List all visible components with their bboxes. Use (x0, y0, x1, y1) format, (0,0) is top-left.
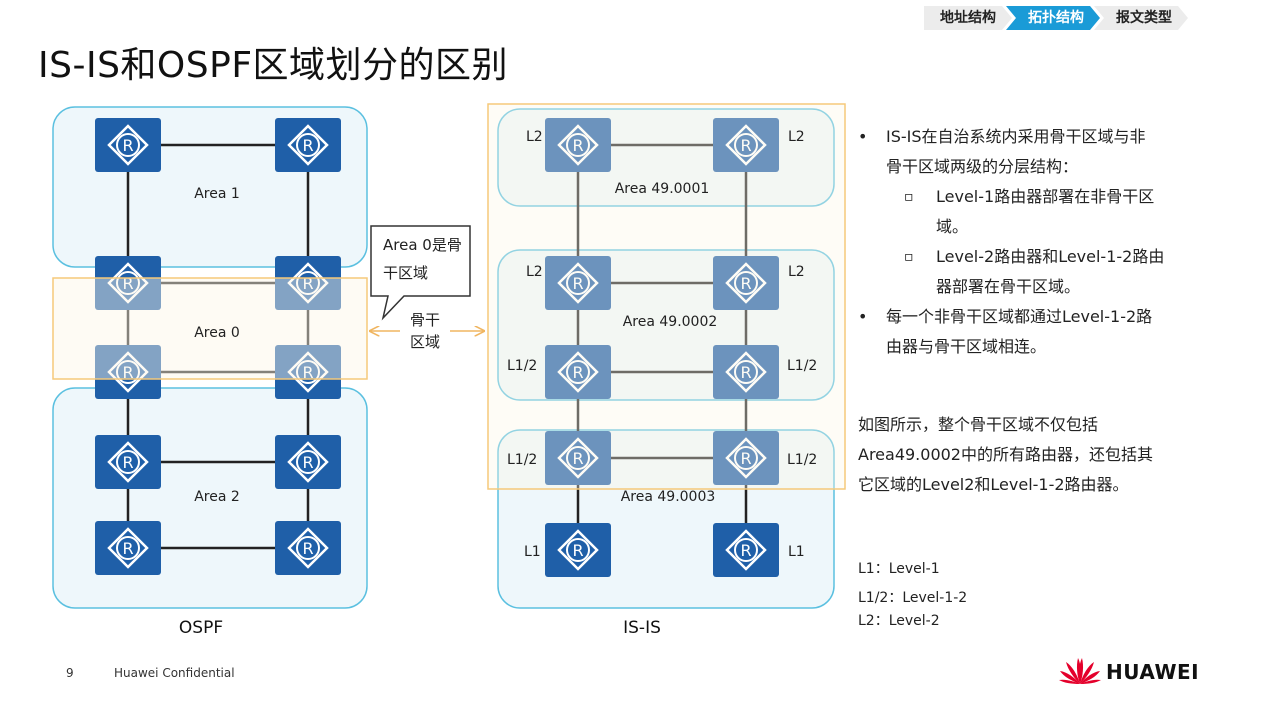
bullet-1-sub-2: Level-2路由器和Level-1-2路由 器部署在骨干区域。 (858, 242, 1258, 302)
tag-l2-d: L2 (788, 264, 805, 280)
ospf-area0 (52, 277, 368, 380)
isis-caption: IS-IS (623, 618, 661, 638)
tag-l12-a: L1/2 (507, 358, 537, 374)
confidential-label: Huawei Confidential (114, 666, 235, 680)
legend-l2: L2：Level-2 (858, 613, 940, 629)
isis-area3-label: Area 49.0003 (621, 489, 716, 505)
note-paragraph: 如图所示，整个骨干区域不仅包括 Area49.0002中的所有路由器，还包括其 … (858, 415, 1153, 494)
breadcrumb-item-address[interactable]: 地址结构 (924, 6, 1012, 30)
legend-l1: L1：Level-1 (858, 561, 940, 577)
tag-l12-b: L1/2 (787, 358, 817, 374)
tag-l12-c: L1/2 (507, 452, 537, 468)
callout-line2: 干区域 (383, 264, 428, 282)
tag-l1-b: L1 (788, 544, 805, 560)
tag-l12-d: L1/2 (787, 452, 817, 468)
breadcrumb-item-packet[interactable]: 报文类型 (1094, 6, 1188, 30)
breadcrumb: 地址结构 拓扑结构 报文类型 (924, 6, 1182, 30)
page-title: IS-IS和OSPF区域划分的区别 (38, 45, 509, 86)
bullet-1: IS-IS在自治系统内采用骨干区域与非 骨干区域两级的分层结构： (858, 122, 1258, 182)
tag-l2-c: L2 (526, 264, 543, 280)
backbone-label-line2: 区域 (410, 333, 440, 351)
huawei-logo-icon (1059, 658, 1101, 684)
ospf-area0-label: Area 0 (194, 325, 240, 341)
legend-l12: L1/2：Level-1-2 (858, 590, 968, 606)
tag-l2-b: L2 (788, 129, 805, 145)
ospf-router-1 (93, 116, 163, 174)
isis-router-l1-1 (543, 521, 613, 579)
isis-router-l1-2 (711, 521, 781, 579)
huawei-brand: HUAWEI (1106, 660, 1200, 684)
ospf-router-8 (273, 433, 343, 491)
ospf-router-2 (273, 116, 343, 174)
ospf-router-10 (273, 519, 343, 577)
page-number: 9 (66, 666, 74, 680)
ospf-router-9 (93, 519, 163, 577)
callout-line1: Area 0是骨 (383, 236, 462, 254)
ospf-caption: OSPF (179, 618, 223, 638)
ospf-area2-label: Area 2 (194, 489, 240, 505)
bullet-1-sub-1: Level-1路由器部署在非骨干区 域。 (858, 182, 1258, 242)
isis-backbone (487, 103, 846, 490)
tag-l2-a: L2 (526, 129, 543, 145)
ospf-router-7 (93, 433, 163, 491)
callout-bubble (370, 225, 471, 321)
tag-l1-a: L1 (524, 544, 541, 560)
backbone-label-line1: 骨干 (410, 311, 440, 329)
isis-area2-label: Area 49.0002 (623, 314, 718, 330)
bullet-2: 每一个非骨干区域都通过Level-1-2路 由器与骨干区域相连。 (858, 302, 1258, 362)
breadcrumb-item-topology[interactable]: 拓扑结构 (1006, 6, 1100, 30)
isis-area1-label: Area 49.0001 (615, 181, 710, 197)
bullet-list: IS-IS在自治系统内采用骨干区域与非 骨干区域两级的分层结构： Level-1… (858, 122, 1258, 362)
ospf-area1-label: Area 1 (194, 186, 240, 202)
